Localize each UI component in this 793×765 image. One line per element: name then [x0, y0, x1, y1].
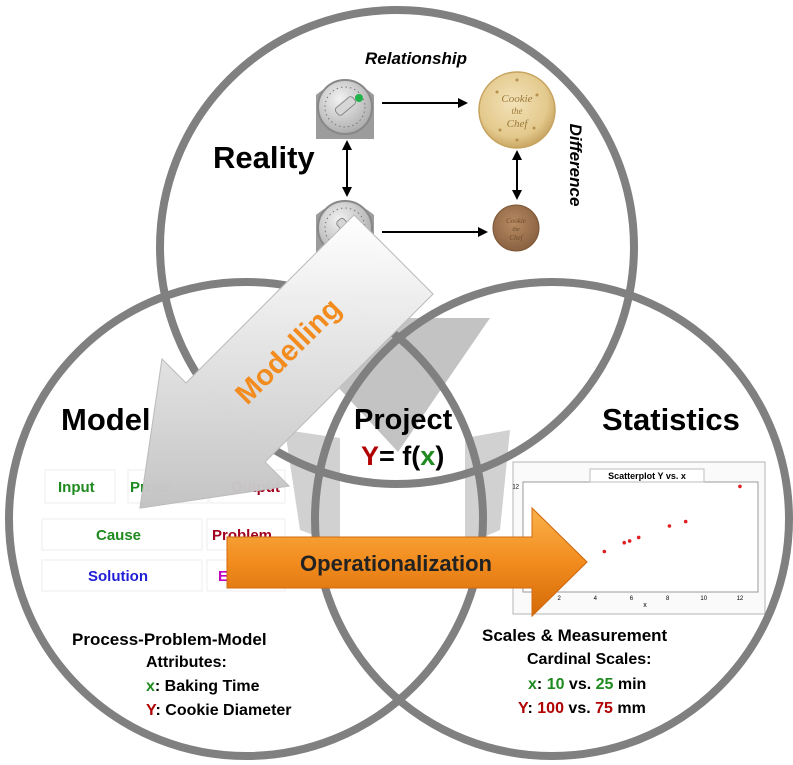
- stats-y-vs: vs.: [563, 700, 596, 717]
- box-solution: Solution: [88, 568, 148, 585]
- model-x-line: x: Baking Time: [146, 678, 260, 696]
- statistics-label: Statistics: [602, 402, 740, 437]
- stats-y-v2: 75: [595, 700, 613, 717]
- scatter-point: [667, 524, 672, 528]
- relationship-label: Relationship: [365, 49, 468, 68]
- reality-label: Reality: [213, 140, 315, 175]
- model-label: Model: [61, 402, 151, 437]
- svg-text:Chef: Chef: [509, 234, 523, 242]
- timer-top-icon: [316, 79, 374, 139]
- stats-y-v1: 100: [537, 700, 564, 717]
- svg-text:Cookie: Cookie: [506, 217, 526, 225]
- stats-x-vs: vs.: [564, 676, 596, 693]
- circle-reality: [156, 6, 638, 488]
- stats-y-sep: :: [527, 700, 538, 717]
- scatter-point: [627, 539, 632, 543]
- scatter-title: Scatterplot Y vs. x: [608, 471, 686, 481]
- model-y-line: Y: Cookie Diameter: [146, 702, 292, 720]
- scatter-xtick-2: 6: [630, 596, 634, 602]
- big-cookie-icon: Cookie the Chef: [478, 71, 556, 149]
- stats-y-line: Y: 100 vs. 75 mm: [518, 700, 646, 718]
- box-input: Input: [58, 479, 95, 496]
- formula-end: ): [435, 441, 445, 471]
- formula: Y= f(x): [361, 441, 444, 472]
- model-y-key: Y: [146, 702, 156, 719]
- scatter-xtick-4: 10: [700, 596, 707, 602]
- svg-text:the: the: [512, 106, 523, 116]
- stats-y-key: Y: [518, 700, 528, 717]
- scatter-xtick-1: 4: [594, 596, 598, 602]
- stats-x-v2: 25: [595, 676, 614, 693]
- scatter-point: [622, 540, 627, 545]
- stats-y-unit: mm: [612, 700, 646, 717]
- model-title: Process-Problem-Model: [72, 630, 267, 649]
- stats-x-key: x: [528, 676, 537, 693]
- scatter-xlabel: x: [643, 602, 647, 609]
- formula-y: Y: [361, 441, 380, 471]
- stats-x-unit: min: [613, 676, 647, 693]
- model-x-key: x: [146, 678, 155, 695]
- scatter-point: [683, 519, 688, 524]
- svg-text:Cookie: Cookie: [501, 93, 532, 105]
- box-cause: Cause: [96, 527, 142, 544]
- scatter-xtick-0: 2: [557, 596, 561, 602]
- small-cookie-icon: Cookie the Chef: [492, 204, 540, 252]
- stats-cardinal: Cardinal Scales:: [527, 651, 652, 668]
- stats-title: Scales & Measurement: [482, 626, 668, 645]
- stats-x-line: x: 10 vs. 25 min: [528, 676, 646, 694]
- operationalization-label-overlay: Operationalization: [300, 551, 492, 576]
- scatter-xtick-5: 12: [737, 596, 744, 602]
- model-attributes: Attributes:: [146, 654, 227, 671]
- project-label: Project: [354, 404, 453, 436]
- scatter-ytick-0: 12: [512, 484, 519, 490]
- model-y-text: : Cookie Diameter: [155, 702, 292, 719]
- difference-label: Difference: [566, 124, 585, 207]
- model-x-text: : Baking Time: [154, 678, 260, 695]
- svg-text:Chef: Chef: [507, 118, 530, 130]
- stats-x-v1: 10: [546, 676, 565, 693]
- scatter-point: [738, 484, 742, 489]
- svg-text:the: the: [512, 227, 520, 233]
- stats-x-sep: :: [536, 676, 547, 693]
- scatter-xtick-3: 8: [666, 596, 670, 602]
- scatterplot: Scatterplot Y vs. x 2 4 6 8 10 12 12 x: [512, 461, 766, 615]
- circle-statistics: [311, 278, 793, 760]
- scatter-point: [602, 549, 607, 554]
- circle-model: [5, 278, 487, 760]
- scatter-point: [636, 535, 641, 540]
- formula-x: x: [420, 441, 436, 471]
- formula-mid: = f(: [379, 441, 421, 471]
